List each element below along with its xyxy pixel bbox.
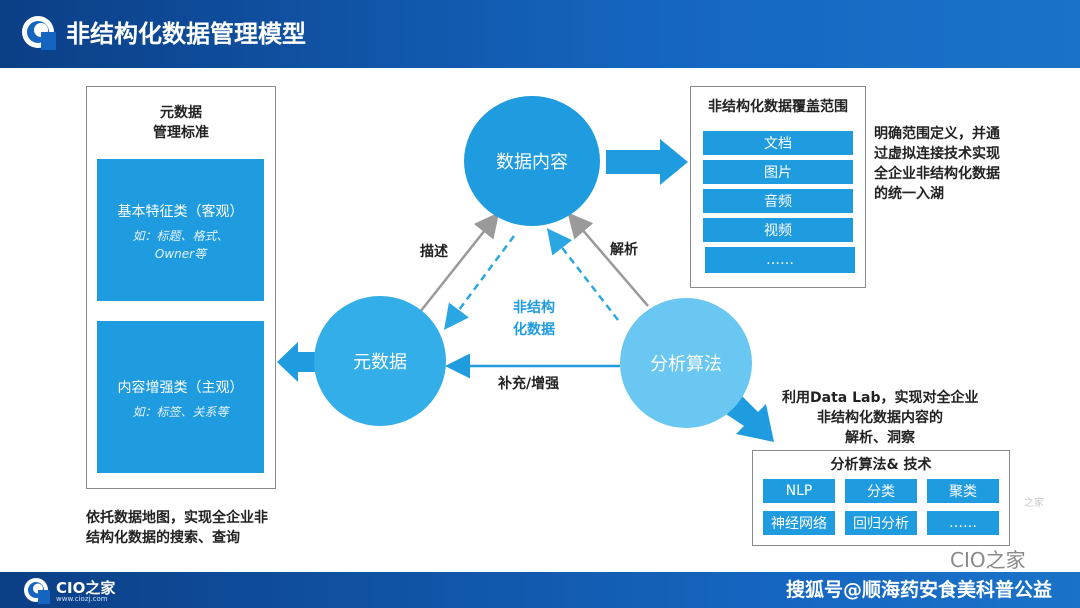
footer-bar: CIO之家 www.ciozj.com 搜狐号@顺海药安食美科普公益 — [0, 572, 1080, 608]
footer-site: www.ciozj.com — [56, 595, 108, 603]
parse-arrow — [567, 212, 649, 307]
tech-more: …… — [927, 511, 999, 535]
coverage-caption-line3: 全企业非结构化数据 — [874, 166, 1000, 182]
coverage-item-document: 文档 — [703, 131, 853, 155]
algorithm-tech-title: 分析算法& 技术 — [830, 457, 932, 473]
coverage-item-video: 视频 — [703, 218, 853, 242]
parse-label: 解析 — [610, 242, 638, 258]
basic-features-title: 基本特征类（客观） — [117, 204, 244, 220]
dashed-arrow-content-to-metadata — [444, 235, 516, 331]
datalab-caption-line1: 利用Data Lab，实现对全企业 — [782, 390, 979, 406]
bottom-watermark: CIO之家 — [950, 548, 1026, 572]
coverage-caption-line1: 明确范围定义，并通 — [874, 126, 1000, 142]
basic-features-box: 基本特征类（客观） 如：标题、格式、 Owner等 — [97, 159, 264, 301]
tech-clustering: 聚类 — [927, 479, 999, 503]
panel-title-line1: 元数据 — [160, 105, 202, 121]
left-caption-line2: 结构化数据的搜索、查询 — [86, 530, 240, 546]
content-to-coverage-block-arrow — [606, 139, 688, 185]
coverage-item-more: …… — [705, 247, 855, 273]
basic-features-example-line1: 如：标题、格式、 — [132, 229, 229, 243]
coverage-item-image: 图片 — [703, 160, 853, 184]
describe-arrow — [419, 212, 500, 313]
cio-logo-icon — [22, 16, 56, 50]
analysis-algorithm-circle: 分析算法 — [620, 298, 752, 428]
basic-features-example-line2: Owner等 — [154, 247, 207, 261]
dashed-arrow-algorithm-to-content — [546, 228, 619, 321]
header-bar: 非结构化数据管理模型 — [0, 0, 1080, 68]
content-enhancement-example: 如：标签、关系等 — [132, 405, 229, 419]
center-label-line2: 化数据 — [513, 322, 555, 338]
left-caption-line1: 依托数据地图，实现全企业非 — [86, 510, 268, 526]
footer-credit: 搜狐号@顺海药安食美科普公益 — [785, 579, 1052, 601]
content-enhancement-title: 内容增强类（主观） — [117, 380, 244, 396]
side-watermark: 之家 — [1024, 498, 1044, 509]
center-label-line1: 非结构 — [513, 300, 555, 316]
analysis-algorithm-label: 分析算法 — [650, 354, 722, 375]
metadata-label: 元数据 — [353, 352, 407, 373]
content-enhancement-box: 内容增强类（主观） 如：标签、关系等 — [97, 321, 264, 473]
tech-regression: 回归分析 — [845, 511, 917, 535]
data-content-circle: 数据内容 — [464, 96, 600, 226]
describe-label: 描述 — [420, 244, 448, 260]
coverage-panel: 非结构化数据覆盖范围 文档 图片 音频 视频 …… — [690, 86, 866, 288]
data-content-label: 数据内容 — [496, 152, 568, 173]
coverage-caption-line2: 过虚拟连接技术实现 — [874, 146, 1000, 162]
cio-footer-logo-icon — [24, 578, 50, 604]
coverage-item-audio: 音频 — [703, 189, 853, 213]
metadata-circle: 元数据 — [314, 296, 446, 426]
panel-title-line2: 管理标准 — [153, 125, 209, 141]
supplement-label: 补充/增强 — [498, 376, 560, 392]
coverage-caption-line4: 的统一入湖 — [874, 186, 944, 202]
metadata-standard-panel: 元数据 管理标准 基本特征类（客观） 如：标题、格式、 Owner等 内容增强类… — [86, 86, 276, 489]
tech-neural-network: 神经网络 — [763, 511, 835, 535]
algorithm-tech-panel: 分析算法& 技术 NLP 分类 聚类 神经网络 回归分析 …… — [752, 450, 1010, 546]
datalab-caption-line3: 解析、洞察 — [845, 430, 915, 446]
tech-nlp: NLP — [763, 479, 835, 503]
tech-classification: 分类 — [845, 479, 917, 503]
metadata-to-panel-block-arrow — [277, 342, 315, 382]
coverage-title: 非结构化数据覆盖范围 — [708, 99, 848, 115]
datalab-caption-line2: 非结构化数据内容的 — [817, 410, 943, 426]
page-title: 非结构化数据管理模型 — [66, 20, 306, 48]
footer-brand: CIO之家 — [56, 579, 116, 597]
